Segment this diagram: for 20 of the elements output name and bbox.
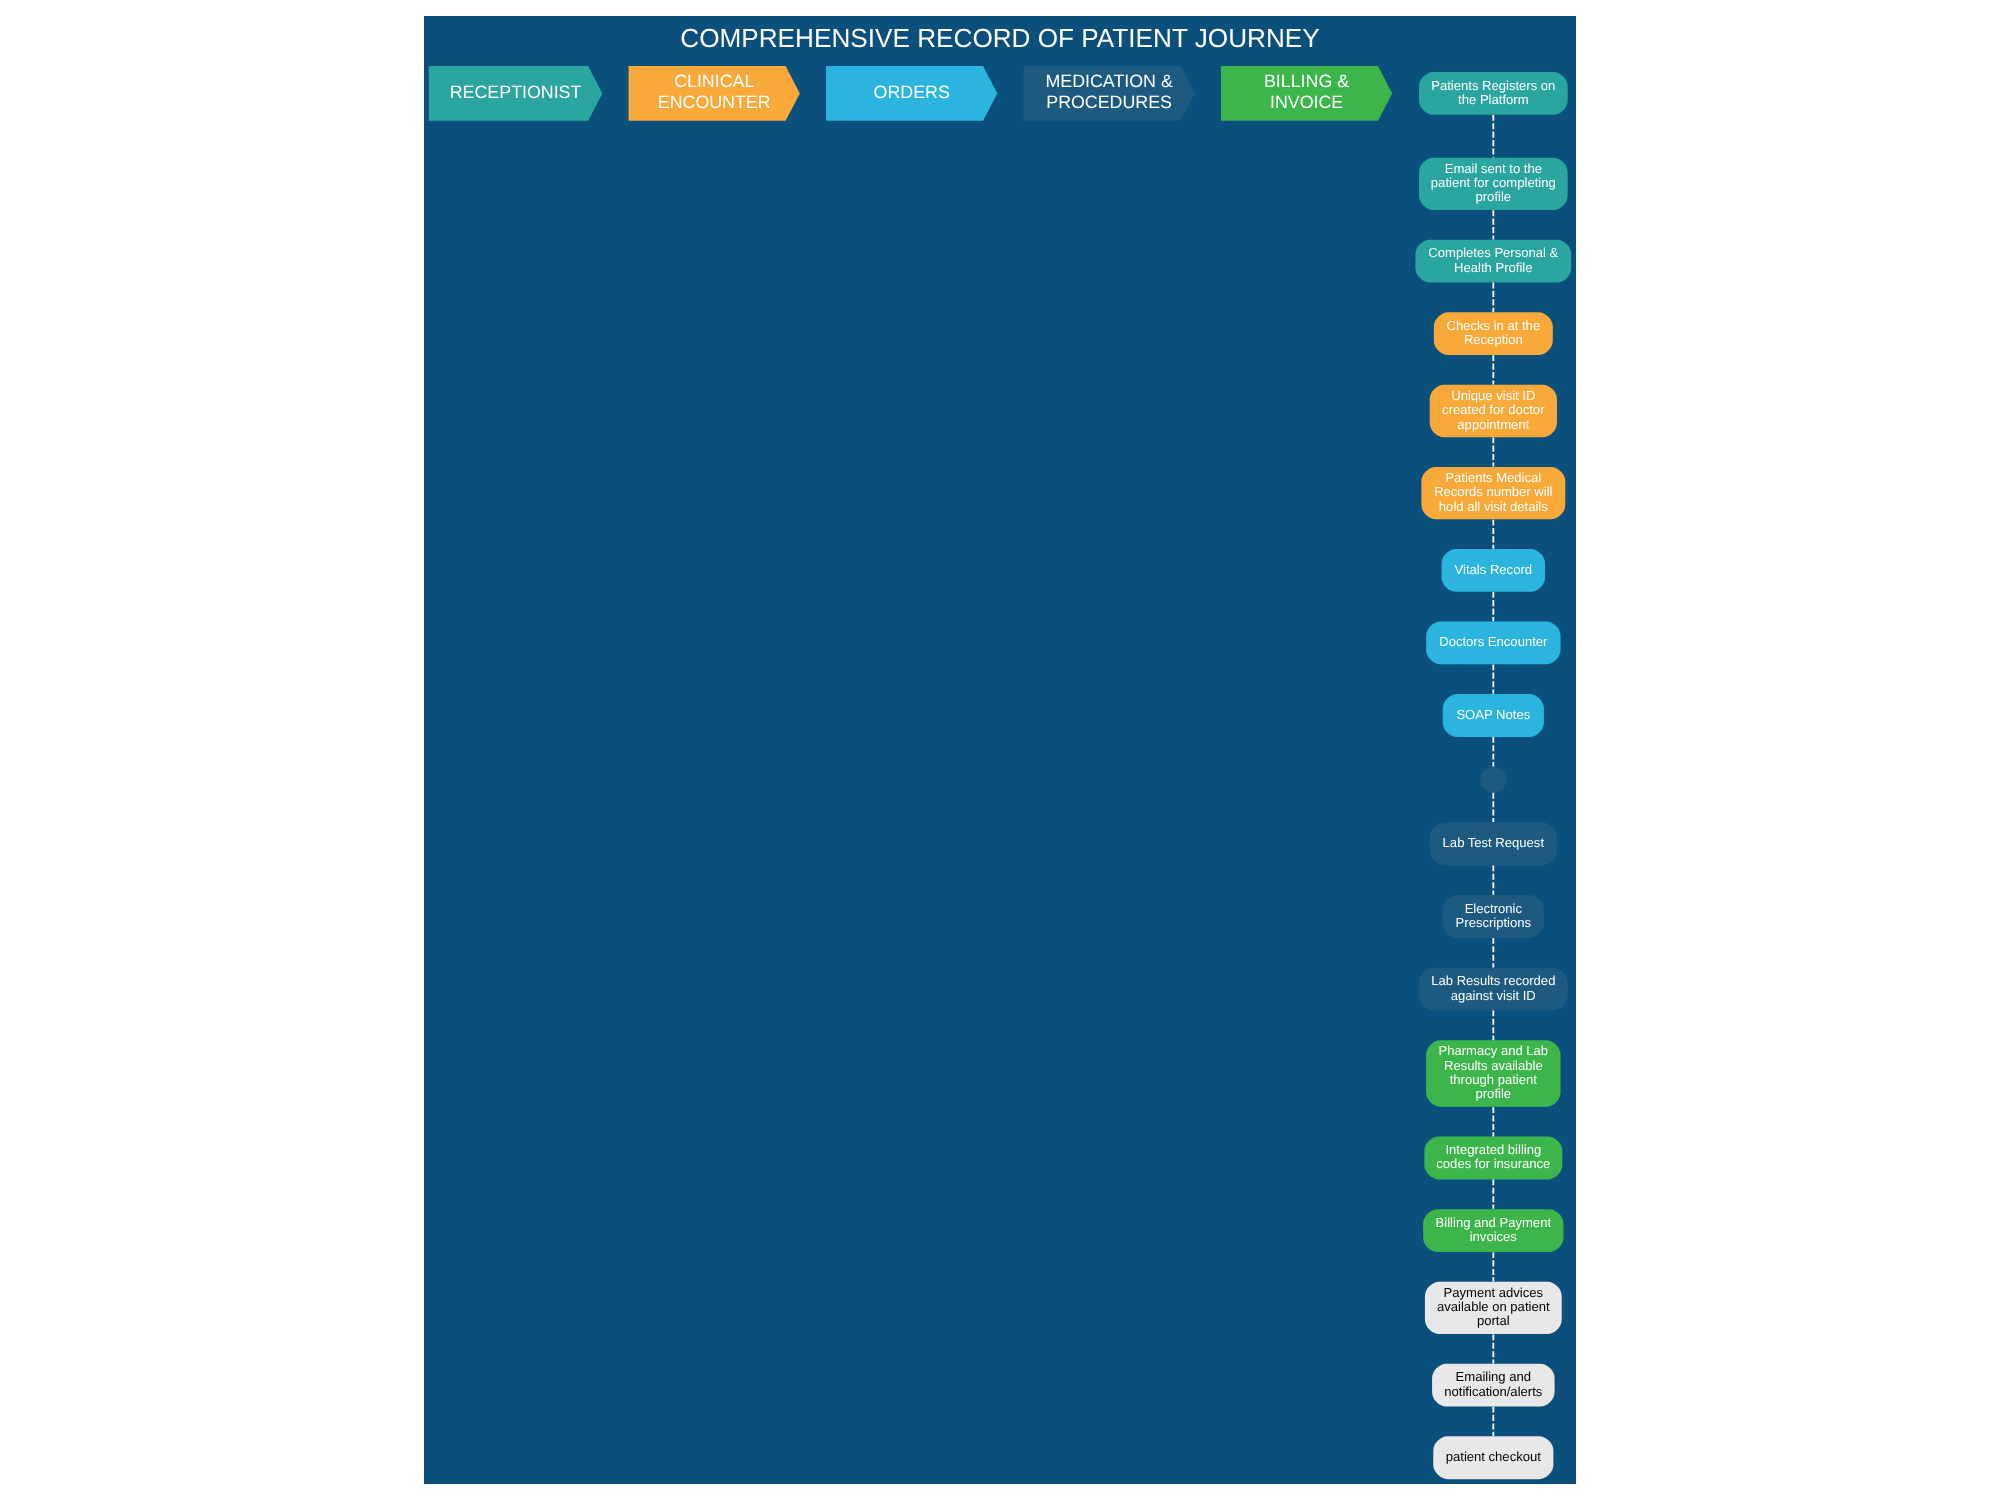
connector [1492,518,1495,550]
connector [1492,1106,1495,1138]
connector [1492,864,1495,896]
connector [1492,114,1495,159]
diagram-title: COMPREHENSIVE RECORD OF PATIENT JOURNEY [680,22,1320,53]
connector [1492,354,1495,386]
connector [1492,663,1495,695]
node-circle [1480,766,1507,793]
connector [1492,1009,1495,1042]
connector [1492,281,1495,313]
connector [1492,209,1495,241]
connector [1492,1333,1495,1365]
connector [1492,736,1495,768]
connector [1492,591,1495,623]
connector [1492,1251,1495,1283]
connector [1492,436,1495,468]
connector [1492,791,1495,823]
connector [1492,1405,1495,1437]
connector [1492,937,1495,969]
connector [1492,1178,1495,1210]
